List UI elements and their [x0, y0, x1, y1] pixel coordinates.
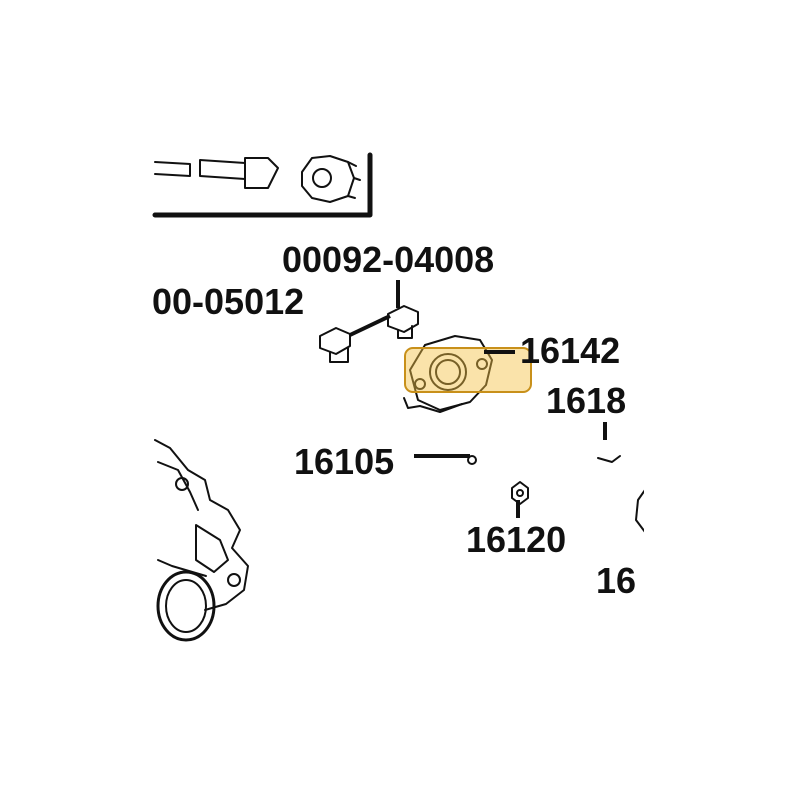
crop-mask-left: [0, 0, 152, 800]
right-edge-part: [597, 455, 646, 533]
bolt-illustration: [154, 157, 279, 189]
carburetor-body: [154, 439, 249, 642]
label-05012: 00-05012: [152, 281, 304, 322]
crop-mask-right: [644, 0, 800, 800]
label-16105: 16105: [294, 441, 394, 482]
inset-box: [152, 152, 373, 218]
label-16142: 16142: [520, 330, 620, 371]
label-16-edge: 16: [596, 560, 636, 601]
highlight-box[interactable]: [404, 347, 532, 393]
gear-nut-illustration: [301, 155, 361, 203]
bolt-pair: [319, 280, 419, 363]
nut-16120: [511, 481, 529, 505]
label-16180: 1618: [546, 380, 626, 421]
small-washer-16105: [467, 455, 477, 465]
label-16120: 16120: [466, 519, 566, 560]
gasket-part-16142: [403, 335, 493, 413]
label-00092-04008: 00092-04008: [282, 239, 494, 280]
